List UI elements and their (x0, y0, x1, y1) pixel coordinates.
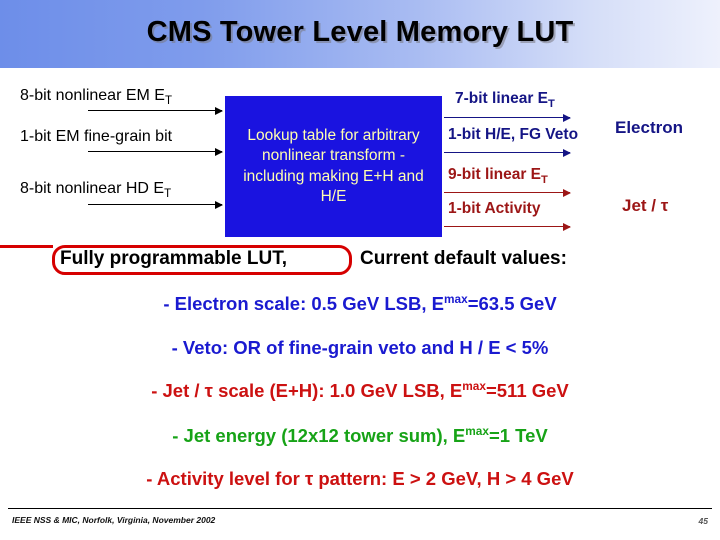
input-arrow-em-et (88, 106, 223, 115)
callout-trailing-text: Current default values: (360, 248, 567, 269)
block-diagram: 8-bit nonlinear EM ET 1-bit EM fine-grai… (0, 68, 720, 248)
bullet-line-jet-tau-scale: - Jet / τ scale (E+H): 1.0 GeV LSB, Emax… (151, 379, 569, 402)
input-label-hd-et: 8-bit nonlinear HD ET (20, 180, 172, 201)
input-label-em-fg: 1-bit EM fine-grain bit (20, 128, 173, 145)
output-label-9bit-linear-et: 9-bit linear ET (448, 166, 548, 187)
lut-block: Lookup table for arbitrary nonlinear tra… (225, 96, 442, 237)
callout-row: Fully programmable LUT, Current default … (0, 243, 720, 279)
bullet-line-activity-level: - Activity level for τ pattern: E > 2 Ge… (146, 468, 574, 490)
output-group-jet-tau: Jet / τ (622, 196, 669, 215)
footer-text: IEEE NSS & MIC, Norfolk, Virginia, Novem… (12, 515, 216, 525)
page-title: CMS Tower Level Memory LUT (146, 16, 574, 48)
input-arrow-hd-et (88, 200, 223, 209)
callout-box (52, 245, 352, 275)
output-arrow-9bit-linear-et (444, 188, 571, 197)
callout-text: Fully programmable LUT, (60, 248, 287, 269)
bullet-line-electron-scale: - Electron scale: 0.5 GeV LSB, Emax=63.5… (163, 292, 557, 315)
input-label-em-et: 8-bit nonlinear EM ET (20, 87, 173, 108)
output-label-7bit-linear-et: 7-bit linear ET (455, 90, 555, 111)
output-arrow-7bit-linear-et (444, 113, 571, 122)
footer-divider (8, 508, 712, 509)
lut-block-label: Lookup table for arbitrary nonlinear tra… (243, 127, 424, 205)
output-arrow-1bit-activity (444, 222, 571, 231)
output-label-1bit-activity: 1-bit Activity (448, 200, 541, 217)
output-group-electron: Electron (615, 118, 684, 137)
footer-page-number: 45 (698, 516, 708, 526)
callout-leader-line (0, 245, 53, 248)
bullet-line-jet-energy: - Jet energy (12x12 tower sum), Emax=1 T… (172, 424, 548, 447)
header-band (0, 0, 720, 68)
input-arrow-em-fg (88, 147, 223, 156)
output-label-1bit-he-fg-veto: 1-bit H/E, FG Veto (448, 126, 579, 143)
output-arrow-1bit-he-fg-veto (444, 148, 571, 157)
bullet-line-veto: - Veto: OR of fine-grain veto and H / E … (171, 337, 549, 359)
